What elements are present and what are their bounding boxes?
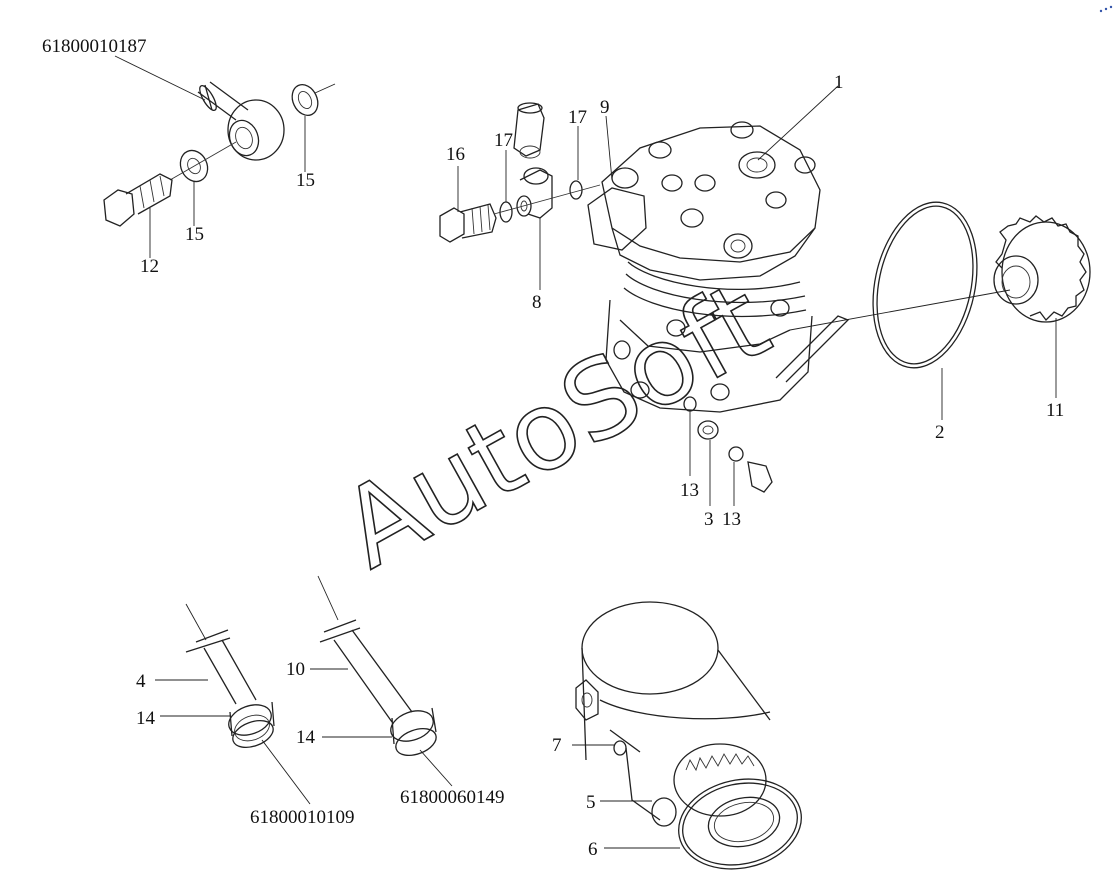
label-17-right: 17 xyxy=(568,107,587,128)
pipe-10 xyxy=(310,575,453,787)
label-5: 5 xyxy=(586,792,596,813)
label-1: 1 xyxy=(834,72,844,93)
label-15-upper: 15 xyxy=(296,170,315,191)
label-6: 6 xyxy=(588,839,598,860)
label-13-left: 13 xyxy=(680,480,699,501)
label-11: 11 xyxy=(1046,400,1064,421)
label-9: 9 xyxy=(600,97,610,118)
label-14-right: 14 xyxy=(296,727,316,748)
label-12: 12 xyxy=(140,256,159,277)
banjo-fitting-group xyxy=(103,55,336,258)
label-15-lower: 15 xyxy=(185,224,204,245)
label-2: 2 xyxy=(935,422,945,443)
label-14-left: 14 xyxy=(136,708,156,729)
label-61800010187: 61800010187 xyxy=(42,36,147,57)
label-10: 10 xyxy=(286,659,305,680)
label-8: 8 xyxy=(532,292,542,313)
o-ring-and-gear xyxy=(872,201,1091,420)
callout-labels: 61800010187 15 15 12 16 17 17 9 8 1 2 11… xyxy=(42,36,1064,860)
drive-unit xyxy=(572,601,802,870)
label-61800060149: 61800060149 xyxy=(400,787,505,808)
label-3: 3 xyxy=(704,509,714,530)
corner-marks xyxy=(1099,5,1113,13)
label-17-left: 17 xyxy=(494,130,513,151)
label-16: 16 xyxy=(446,144,465,165)
label-4: 4 xyxy=(136,671,146,692)
label-13-right: 13 xyxy=(722,509,741,530)
pipe-4 xyxy=(155,603,311,805)
label-7: 7 xyxy=(552,735,562,756)
watermark-text: AutoSoft xyxy=(322,259,788,593)
inlet-banjo-group xyxy=(439,102,601,290)
label-61800010109: 61800010109 xyxy=(250,807,355,828)
